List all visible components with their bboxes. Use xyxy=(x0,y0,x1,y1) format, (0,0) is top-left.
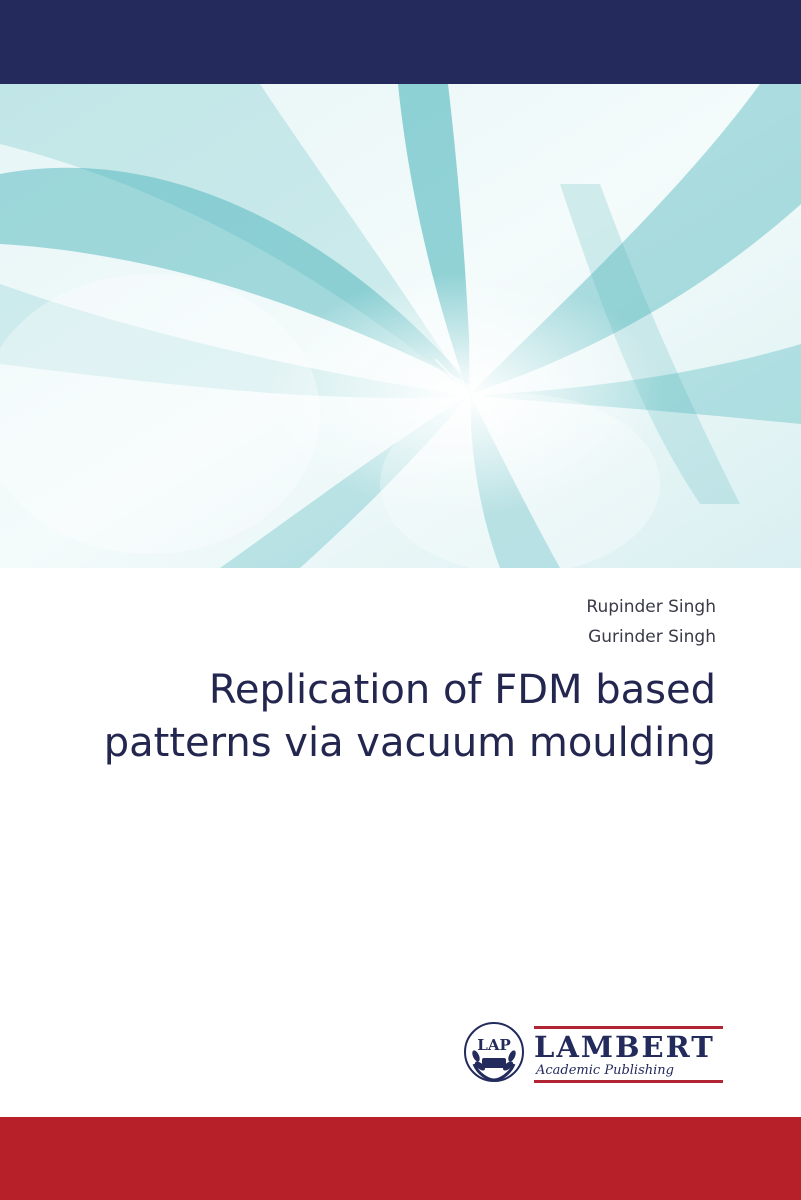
author-name: Gurinder Singh xyxy=(588,627,716,647)
book-title: Replication of FDM based patterns via va… xyxy=(103,667,716,766)
cover-artwork xyxy=(0,84,801,568)
publisher-logo-block: LAP LAMBERT Academic Publishing xyxy=(462,1020,724,1084)
bottom-color-band xyxy=(0,1117,801,1200)
author-name: Rupinder Singh xyxy=(586,597,716,617)
top-color-band xyxy=(0,0,801,84)
publisher-bottom-rule xyxy=(534,1080,723,1083)
publisher-subtitle: Academic Publishing xyxy=(536,1063,674,1078)
logo-text: LAP xyxy=(477,1036,510,1054)
publisher-top-rule xyxy=(534,1026,723,1029)
lap-laurel-logo-icon: LAP xyxy=(462,1020,526,1084)
author-list: Rupinder Singh Gurinder Singh xyxy=(586,592,716,652)
publisher-name: LAMBERT xyxy=(534,1030,715,1064)
